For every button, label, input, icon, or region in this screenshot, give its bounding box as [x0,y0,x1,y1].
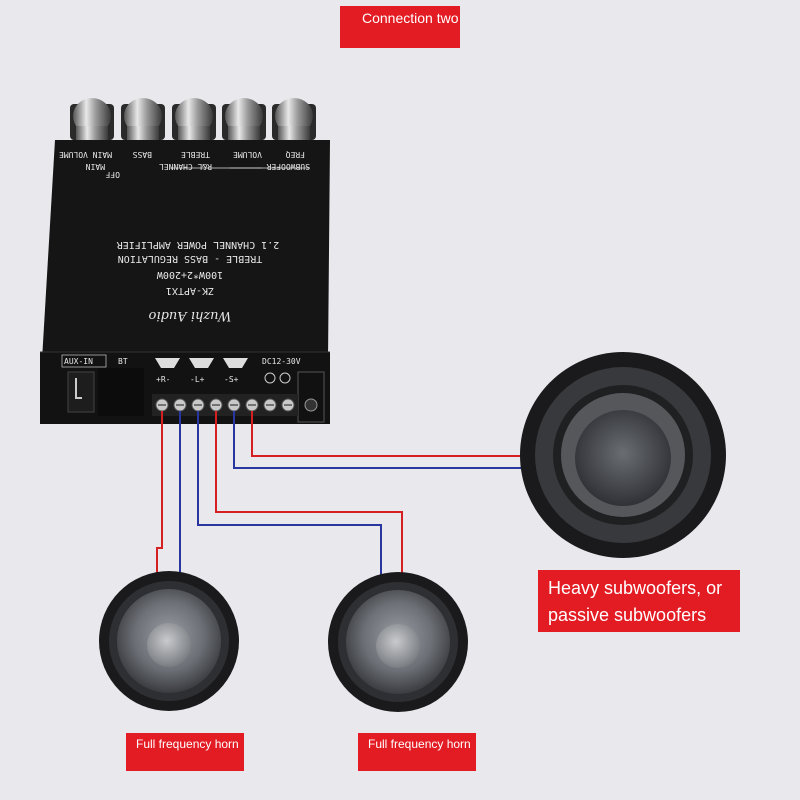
label-freq: FREQ [286,150,305,159]
port-right-label: +R- [156,375,170,384]
knob-main-volume[interactable] [70,98,114,144]
aux-jack-icon [75,378,82,399]
port-bt-label: BT [118,357,128,366]
board-model: ZK-APTX1 [166,285,214,296]
terminal-block [152,394,298,416]
bt-module [98,368,144,416]
aux-jack[interactable] [67,371,95,413]
label-volume: VOLUME [233,150,262,159]
subwoofer-speaker [520,352,726,558]
board-description: 2.1 CHANNEL POWER AMPLIFIER [116,239,280,250]
knob-treble[interactable] [172,98,216,144]
wire-sub-red [251,411,528,457]
minus-icon [264,372,276,384]
dc-jack[interactable] [297,371,325,423]
wires [156,411,528,577]
plus-icon [279,372,291,384]
knob-sub-volume[interactable] [222,98,266,144]
port-power-label: DC12-30V [262,357,301,366]
label-main-group: MAIN [86,162,105,171]
subwoofer-label: Heavy subwoofers, or passive subwoofers [538,570,740,632]
wire-sub-blue [233,411,528,469]
full-frequency-label-1: Full frequency horn [126,733,244,771]
board-power: 100W*2+200W [156,269,223,280]
label-bass: BASS [133,150,152,159]
board-regulation: TREBLE - BASS REGULATION [118,253,263,264]
port-sub-label: -S+ [224,375,239,384]
label-sub-group: SUBWOOFER [266,162,310,171]
full-frequency-speaker-2 [328,572,468,712]
speaker-symbols [155,358,248,368]
amplifier-board: MAIN VOLUME BASS TREBLE VOLUME FREQ MAIN… [40,140,330,424]
label-main-volume: MAIN VOLUME [59,150,112,159]
wire-right-red [156,411,163,577]
connection-label: Connection two [340,6,460,48]
port-aux-label: AUX-IN [64,357,93,366]
label-off: OFF [105,170,120,179]
knob-row [70,98,316,144]
full-frequency-label-2: Full frequency horn [358,733,476,771]
knob-bass[interactable] [121,98,165,144]
board-brand: Wuzhi Audio [148,308,231,323]
port-left-label: -L+ [190,375,205,384]
wire-left-red [215,411,403,577]
knob-freq[interactable] [272,98,316,144]
full-frequency-speaker-1 [99,571,239,711]
wire-left-blue [197,411,382,577]
label-treble: TREBLE [181,150,210,159]
label-rl-group: R&L CHANNEL [159,162,212,171]
